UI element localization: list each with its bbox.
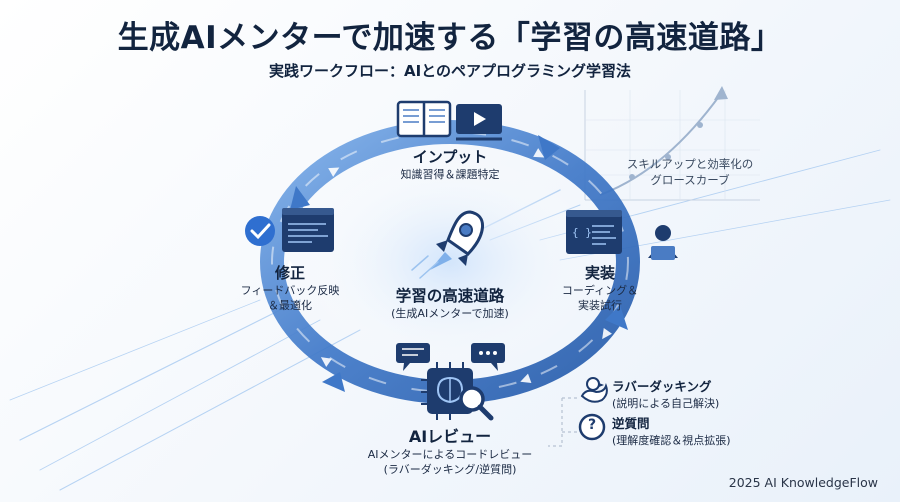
magnifier-icon [459,386,494,421]
footer-credit: 2025 AI KnowledgeFlow [728,475,878,490]
center-label: 学習の高速道路 (生成AIメンターで加速) [370,284,530,321]
methods-bracket [548,397,578,447]
step-review-line1: AIメンターによるコードレビュー [367,448,533,461]
growth-curve-line2: グロースカーブ [650,173,730,187]
arrow-head-input-to-implement [538,135,560,160]
question-icon-glyph: ? [587,417,597,433]
step-fix-title: 修正 [274,264,305,282]
chat-bubble-icon-right [471,343,505,371]
step-review-line2: (ラバーダッキング/逆質問) [383,463,517,476]
center-subtitle: (生成AIメンターで加速) [391,307,509,320]
chat-bubble-icon-left [396,343,430,371]
rubber-duck-icon [580,377,608,403]
cycle-arrow-heads [290,135,628,392]
step-review-title: AIレビュー [408,427,492,446]
method-rubber-ducking-subtitle: (説明による自己解決) [612,397,720,410]
growth-curve-label: スキルアップと効率化の グロースカーブ [620,156,760,188]
page-subtitle: 実践ワークフロー：AIとのペアプログラミング学習法 [268,62,632,80]
center-title: 学習の高速道路 [395,287,505,305]
method-rubber-ducking-title: ラバーダッキング [612,379,712,394]
method-reverse-question-subtitle: (理解度確認＆視点拡張) [612,434,731,447]
step-fix: 修正 フィードバック反映 ＆最適化 [220,262,360,313]
step-implement: 実装 コーディング＆ 実装試行 [540,262,660,313]
method-reverse-question: 逆質問 (理解度確認＆視点拡張) [612,413,731,448]
step-fix-line1: フィードバック反映 [240,284,340,297]
growth-curve-line1: スキルアップと効率化の [626,157,754,171]
arrow-head-fix-to-input [290,186,310,210]
step-input-title: インプット [412,148,488,166]
developer-person-icon [648,225,678,260]
code-editor-icon: { } [566,210,622,254]
check-icon [245,216,275,246]
book-icon [396,100,452,138]
arrow-head-implement-to-review [605,305,628,330]
arrow-head-review-to-fix [322,372,345,392]
question-icon [578,413,606,441]
center-glow [300,152,600,372]
step-implement-line2: 実装試行 [578,299,622,312]
step-review: AIレビュー AIメンターによるコードレビュー (ラバーダッキング/逆質問) [330,423,570,477]
video-icon [456,104,502,141]
svg-text:{ }: { } [572,226,592,239]
growth-chart [584,86,760,201]
page-title: 生成AIメンターで加速する「学習の高速道路」 [117,20,783,56]
step-input-subtitle: 知識習得＆課題特定 [400,168,500,181]
rocket-icon [411,210,484,279]
step-fix-line2: ＆最適化 [268,299,312,312]
step-implement-title: 実装 [584,264,615,282]
method-rubber-ducking: ラバーダッキング (説明による自己解決) [612,376,719,411]
step-implement-line1: コーディング＆ [561,284,639,297]
code-window-icon [282,208,334,252]
method-reverse-question-title: 逆質問 [612,416,650,431]
step-input: インプット 知識習得＆課題特定 [370,146,530,182]
